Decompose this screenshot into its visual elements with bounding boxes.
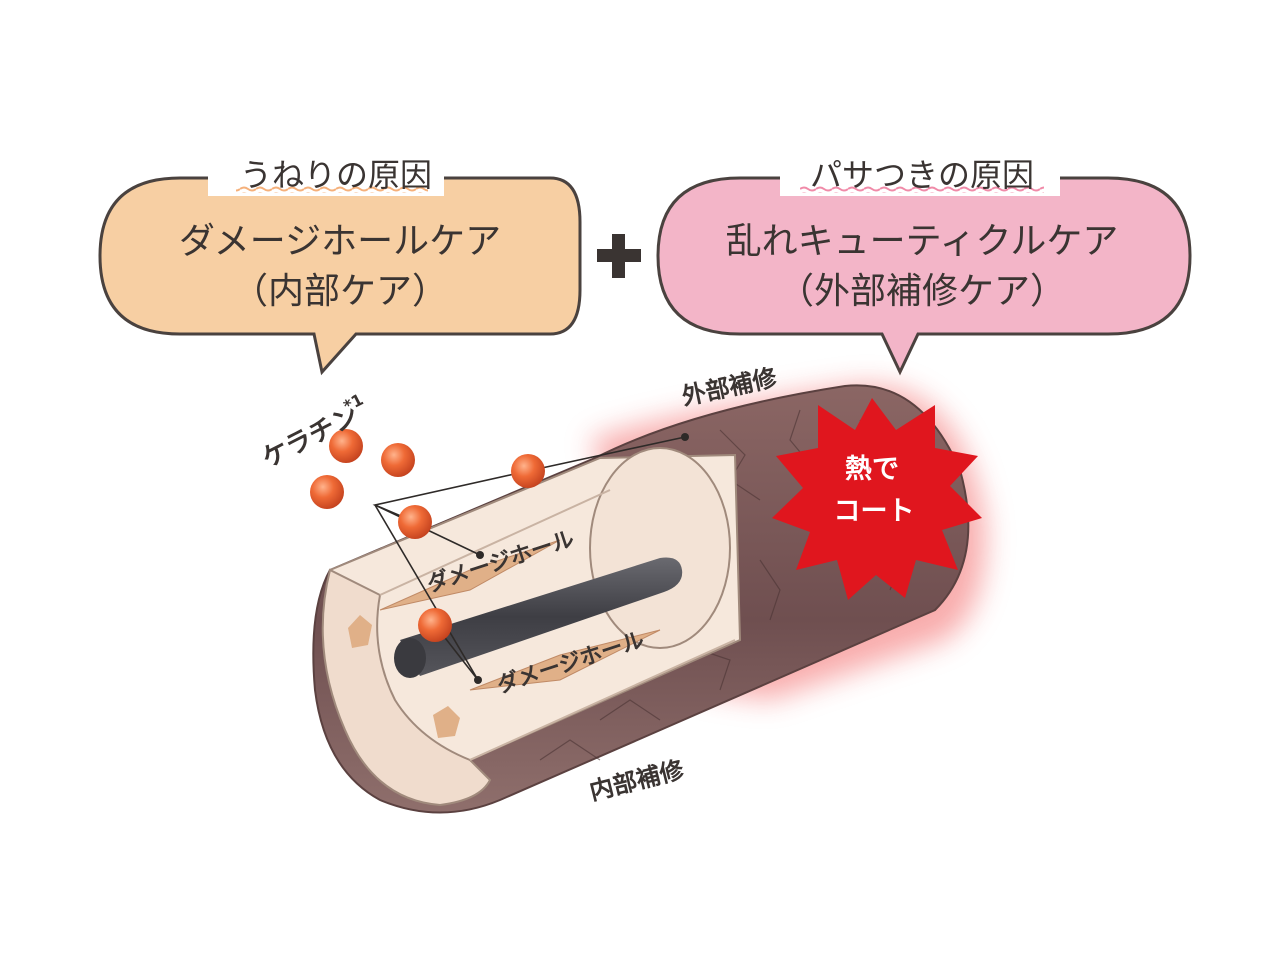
keratin-ball	[310, 475, 344, 509]
keratin-label: ケラチン *1	[255, 390, 374, 475]
hair-core-end	[394, 638, 426, 678]
keratin-ball	[381, 443, 415, 477]
plus-sign	[597, 234, 641, 278]
left-bubble-title: ダメージホールケア	[179, 221, 501, 262]
hair-cut-face	[590, 448, 730, 648]
keratin-ball	[398, 505, 432, 539]
hair-illustration: 熱で コート	[310, 385, 986, 813]
left-bubble-subtitle: （内部ケア）	[232, 271, 448, 312]
left-speech-bubble: うねりの原因 ダメージホールケア （内部ケア）	[100, 156, 580, 372]
pointer-dot-outer	[681, 433, 689, 441]
heat-badge-line1: 熱で	[845, 454, 899, 485]
inner-repair-label: 内部補修	[587, 755, 688, 806]
right-bubble-subtitle: （外部補修ケア）	[778, 271, 1066, 312]
left-bubble-header: うねりの原因	[240, 156, 432, 194]
keratin-ball	[511, 454, 545, 488]
right-speech-bubble: パサつきの原因 乱れキューティクルケア （外部補修ケア）	[658, 156, 1190, 372]
keratin-ball	[418, 608, 452, 642]
right-bubble-header: パサつきの原因	[810, 156, 1034, 194]
pointer-dot-lower	[474, 676, 482, 684]
heat-badge-line2: コート	[834, 496, 915, 527]
right-bubble-title: 乱れキューティクルケア	[726, 221, 1119, 262]
